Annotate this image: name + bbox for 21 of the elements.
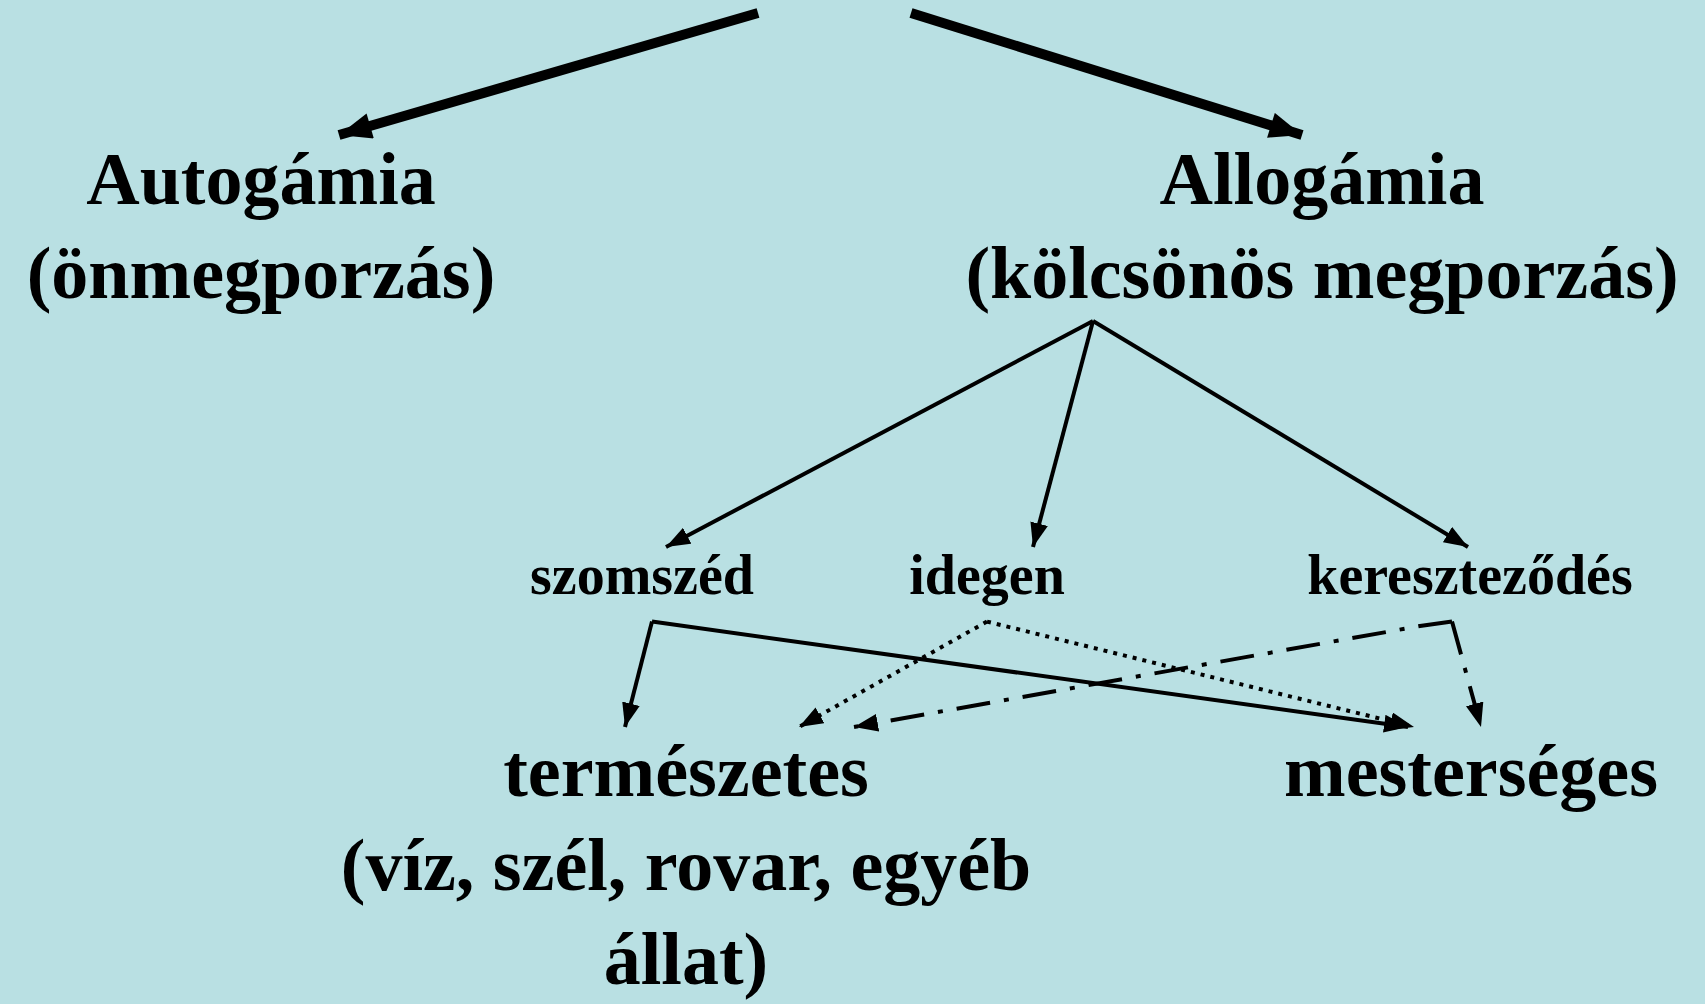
arrow [622, 621, 654, 728]
node-label: szomszéd [530, 545, 754, 607]
arrow [909, 8, 1304, 140]
node-label: Allogámia [1158, 137, 1486, 222]
arrow [1030, 320, 1095, 548]
arrow [986, 619, 1415, 730]
arrow [651, 619, 1409, 733]
node-label: Autogámia [85, 137, 437, 222]
arrow [665, 319, 1094, 549]
node-label: idegen [909, 545, 1065, 607]
node-label: természetes [502, 729, 870, 814]
node-label: kereszteződés [1307, 545, 1633, 607]
arrow [337, 8, 760, 140]
arrow [1450, 621, 1484, 728]
arrow [798, 619, 988, 729]
node-subtitle: (önmegporzás) [26, 230, 496, 316]
node-subtitle: (víz, szél, rovar, egyéb állat) [339, 822, 1033, 1002]
arrow [853, 619, 1453, 732]
node-subtitle: (kölcsönös megporzás) [965, 230, 1679, 316]
arrow [1091, 319, 1470, 549]
node-label: mesterséges [1284, 729, 1658, 814]
